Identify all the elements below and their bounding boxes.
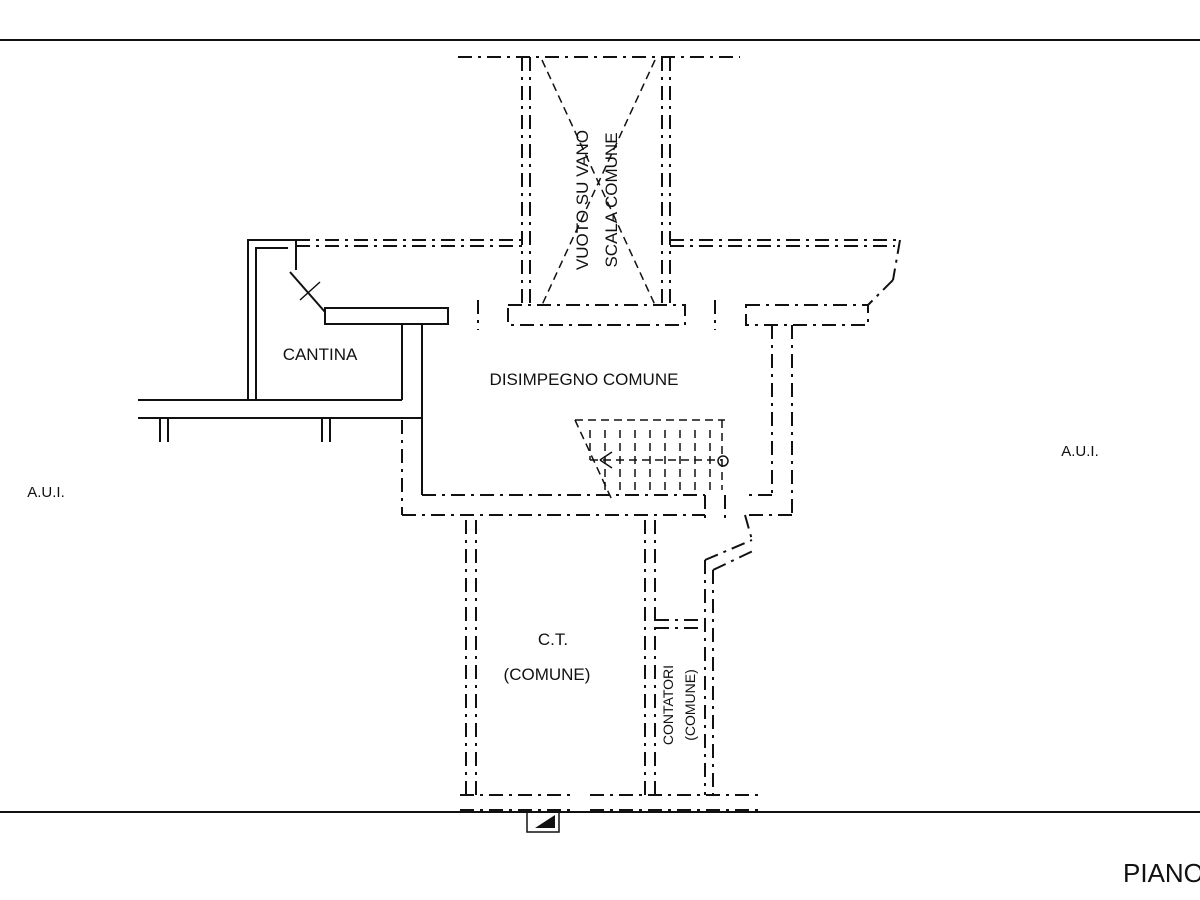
room-label-contatori-line1: CONTATORI	[660, 665, 676, 745]
cantina-walls	[247, 239, 449, 401]
stair-flight	[574, 419, 729, 501]
stair-void	[458, 56, 740, 306]
adjacent-label-right: A.U.I.	[1061, 443, 1099, 460]
room-label-vuoto-line1: VUOTO SU VANO	[573, 130, 592, 270]
room-label-cantina: CANTINA	[283, 345, 358, 364]
adjacent-label-left: A.U.I.	[27, 484, 65, 501]
contatori-walls	[590, 514, 760, 811]
vent-symbol	[526, 811, 560, 833]
room-label-vuoto-line2: SCALA COMUNE	[602, 132, 621, 267]
left-wall	[138, 399, 422, 442]
room-label-ct-line2: (COMUNE)	[504, 665, 591, 684]
floor-label: PIANO	[1123, 858, 1200, 888]
room-label-ct-line1: C.T.	[538, 630, 568, 649]
room-label-contatori-line2: (COMUNE)	[682, 669, 698, 741]
room-label-disimpegno: DISIMPEGNO COMUNE	[490, 370, 679, 389]
corridor-walls	[296, 239, 901, 520]
ct-room-walls	[460, 520, 656, 811]
